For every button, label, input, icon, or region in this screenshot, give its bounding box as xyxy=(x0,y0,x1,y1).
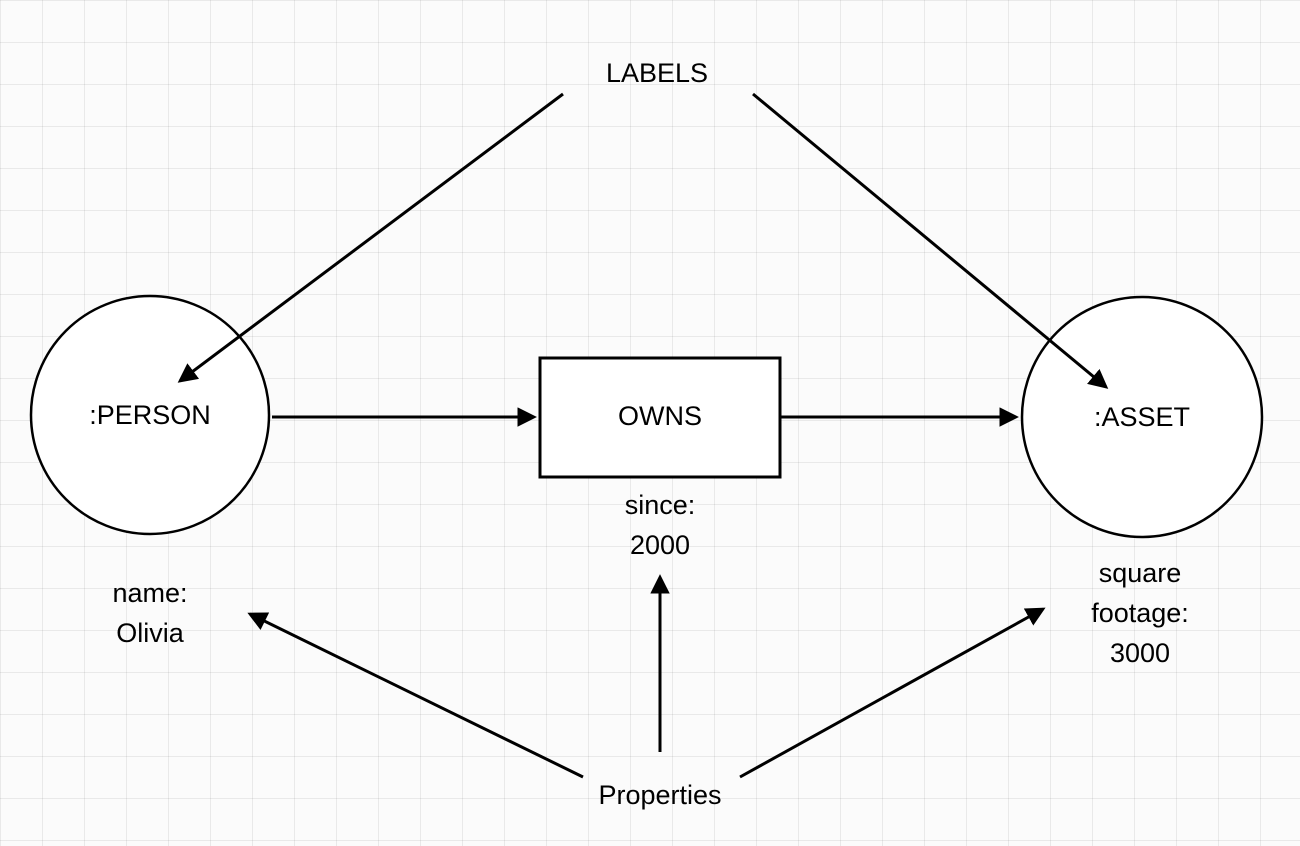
arrow-labels-to-person xyxy=(177,92,564,383)
person-node-circle xyxy=(29,294,271,536)
arrow-properties-to-name xyxy=(247,612,584,779)
owns-relationship-box xyxy=(538,356,782,479)
arrow-properties-to-footage xyxy=(739,607,1046,779)
labels-annotation: LABELS xyxy=(605,58,709,88)
asset-node-circle xyxy=(1020,295,1264,539)
owns-relationship-properties: since: 2000 xyxy=(624,490,696,560)
properties-annotation: Properties xyxy=(598,780,722,810)
asset-node-properties: square footage: 3000 xyxy=(1091,558,1189,668)
person-node-label: :PERSON xyxy=(89,400,211,430)
asset-node-label: :ASSET xyxy=(1093,402,1191,432)
arrow-labels-to-asset xyxy=(752,92,1109,389)
owns-relationship-label: OWNS xyxy=(618,401,702,431)
person-node-properties: name: Olivia xyxy=(112,578,188,648)
